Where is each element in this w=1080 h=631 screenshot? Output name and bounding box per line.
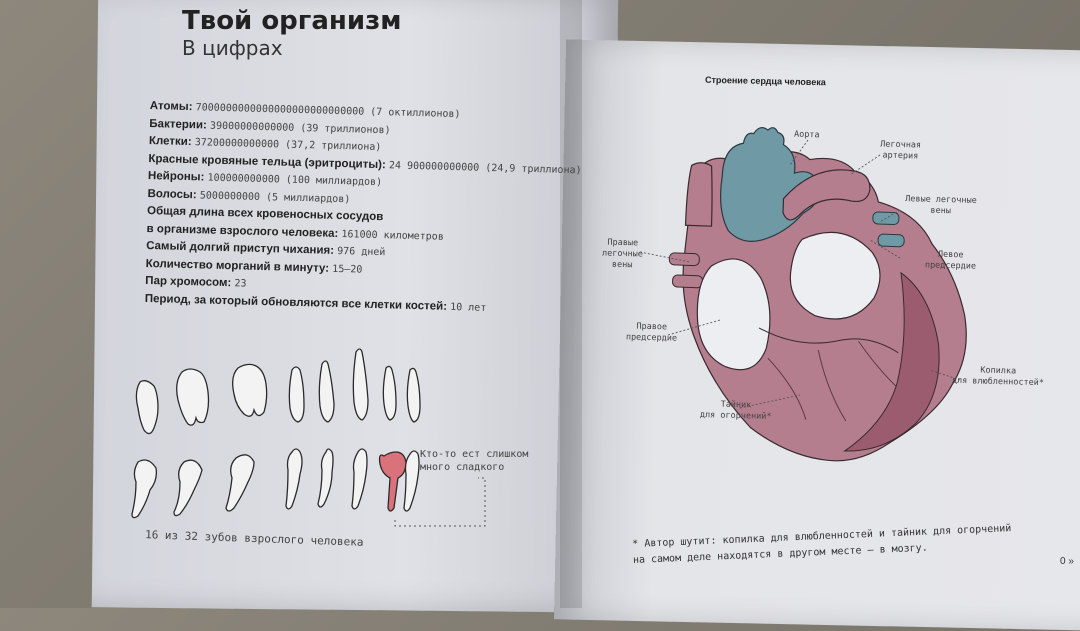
tooth-icon: [318, 449, 333, 507]
tooth-icon: [286, 449, 302, 509]
note-line: много сладкого: [420, 461, 528, 474]
fact-label: Самый долгий приступ чихания:: [146, 240, 334, 257]
page-subtitle: В цифрах: [182, 36, 283, 60]
label-pulmonary-artery: Легочная артерия: [880, 139, 922, 162]
tooth-icon: [136, 381, 158, 434]
tooth-icon: [407, 368, 420, 422]
label-left-atrium: Левое предсердие: [925, 249, 977, 272]
tooth-icon: [132, 460, 156, 518]
fact-value: 37200000000000 (37,2 триллиона): [195, 137, 382, 153]
fact-label: Пар хромосом:: [145, 275, 231, 289]
label-line: вены: [905, 205, 977, 218]
label-line: артерия: [880, 150, 921, 162]
fact-label: Красные кровяные тельца (эритроциты):: [148, 152, 386, 170]
fact-value: 39000000000000 (39 триллионов): [210, 120, 391, 136]
label-line: Левые легочные: [905, 194, 977, 207]
vena-cava-shape: [686, 162, 714, 226]
label-sorrow-cache: Тайник для огорчений*: [700, 399, 772, 423]
fact-value: 161000 километров: [341, 229, 444, 243]
label-line: легочные: [602, 248, 643, 260]
fact-value: 23: [234, 278, 246, 289]
fact-value: 10 лет: [450, 301, 486, 313]
label-line: для огорчений*: [700, 410, 772, 423]
label-love-box: Копилка для влюбленностей*: [952, 365, 1045, 389]
tooth-icon: [383, 366, 396, 420]
vein-stub: [669, 253, 699, 266]
sweet-tooth-icon: [380, 452, 407, 511]
label-left-veins: Левые легочные вены: [905, 194, 977, 218]
sweet-note: Кто-то ест слишком много сладкого: [420, 448, 528, 474]
tooth-icon: [233, 364, 267, 416]
tooth-icon: [226, 455, 254, 511]
label-right-veins: Правые легочные вены: [602, 237, 644, 271]
tooth-icon: [319, 361, 334, 422]
vein-stub: [672, 275, 702, 288]
fact-value: 24 900000000000 (24,9 триллиона): [389, 160, 582, 176]
fact-label: Общая длина всех кровеносных сосудов: [147, 205, 384, 223]
fact-label: в организме взрослого человека:: [146, 222, 338, 239]
fact-value: 976 дней: [337, 246, 385, 258]
page-number: 0 »: [1060, 556, 1074, 567]
fact-label: Нейроны:: [148, 170, 205, 183]
tooth-icon: [289, 367, 304, 422]
note-line: Кто-то ест слишком: [420, 448, 528, 461]
teeth-lower-row: [132, 449, 419, 518]
fact-label: Волосы:: [147, 187, 196, 200]
label-line: вены: [602, 259, 643, 271]
fact-label: Период, за который обновляются все клетк…: [145, 292, 448, 312]
fact-label: Атомы:: [150, 100, 193, 113]
fact-value: 15—20: [332, 263, 362, 275]
tooth-icon: [404, 451, 419, 511]
tooth-icon: [174, 460, 202, 515]
fact-value: 100000000000 (100 миллиардов): [207, 173, 382, 189]
fact-label: Бактерии:: [149, 117, 207, 130]
vein-stub: [878, 234, 904, 247]
fact-label: Клетки:: [149, 135, 192, 148]
tooth-icon: [352, 449, 367, 509]
label-aorta: Аорта: [794, 130, 820, 142]
tooth-icon: [353, 349, 368, 420]
fact-label: Количество морганий в минуту:: [146, 257, 330, 274]
label-line: предсердие: [925, 260, 976, 272]
label-line: предсердие: [626, 332, 677, 344]
label-right-atrium: Правое предсердие: [626, 321, 678, 344]
teeth-illustration: [136, 349, 420, 434]
fact-value: 5000000000 (5 миллиардов): [200, 190, 351, 205]
facts-list: Атомы: 7000000000000000000000000000 (7 о…: [145, 100, 610, 322]
page-title: Твой организм: [182, 6, 401, 36]
tooth-icon: [177, 369, 209, 425]
